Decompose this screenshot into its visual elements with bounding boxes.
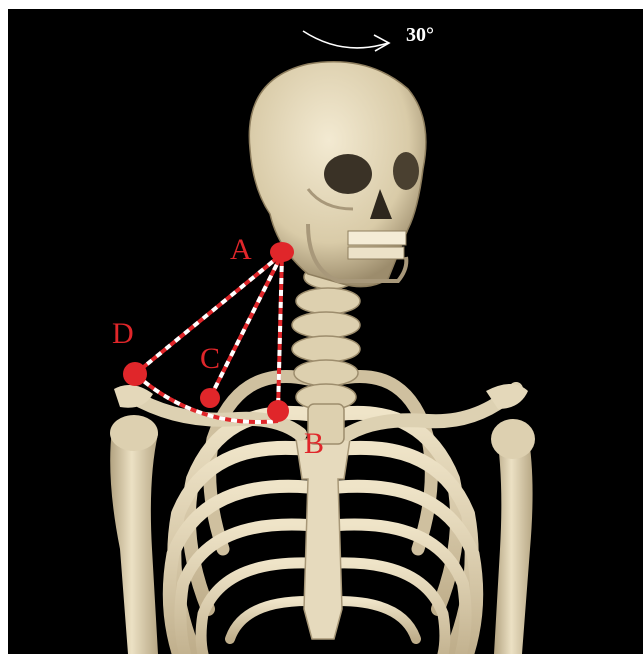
point-b-label: B	[304, 427, 324, 460]
anatomy-figure: 30°	[8, 9, 643, 654]
point-d-marker	[123, 362, 147, 386]
point-b-marker	[267, 400, 289, 422]
eye-socket-left	[324, 154, 372, 194]
line-a-b	[278, 254, 282, 411]
humerus-left	[110, 415, 158, 654]
sternum	[296, 439, 350, 639]
point-d-label: D	[112, 317, 134, 350]
rotation-indicator: 30°	[303, 24, 434, 51]
rotation-angle-label: 30°	[406, 24, 434, 46]
skeleton-illustration: 30°	[8, 9, 643, 654]
point-a-marker	[270, 242, 294, 262]
rotation-arrow-icon	[303, 31, 388, 48]
eye-socket-right	[393, 152, 419, 190]
lower-teeth	[348, 247, 404, 259]
point-c-marker	[200, 388, 220, 408]
humerus-right	[491, 419, 535, 654]
point-a-label: A	[230, 233, 252, 266]
upper-teeth	[348, 231, 406, 245]
point-c-label: C	[200, 342, 220, 375]
